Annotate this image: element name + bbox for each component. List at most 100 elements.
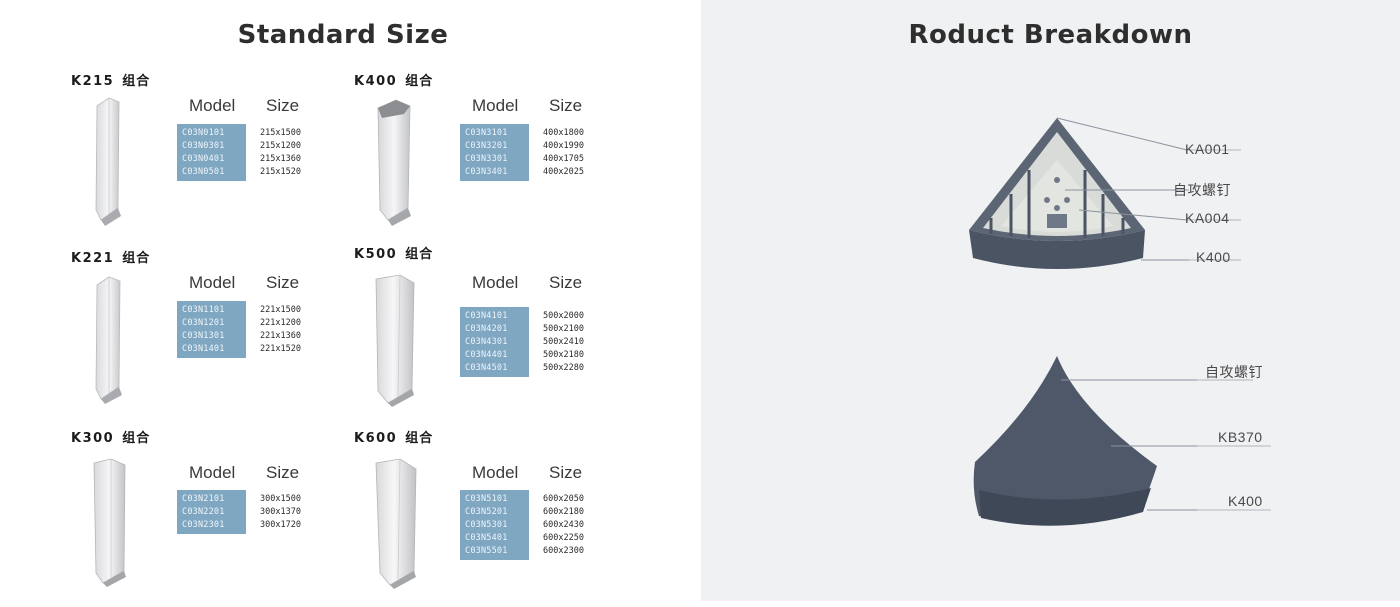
model-code: C03N1101 [182, 305, 225, 315]
size-value: 221x1360 [260, 331, 301, 341]
block-model-name: K400 [354, 74, 398, 89]
size-column-header: Size [549, 273, 583, 292]
size-column-header: Size [266, 96, 300, 115]
standard-size-title: Standard Size [237, 20, 449, 50]
model-code: C03N5101 [465, 494, 508, 504]
callout-k400-bottom: K400 [1228, 493, 1263, 509]
size-value: 400x1705 [543, 154, 584, 164]
product-block-k215: K215 组合 Model Size C03N0101 C03N0301 C03N… [71, 70, 371, 250]
block-model-name: K215 [71, 74, 115, 89]
model-code: C03N5401 [465, 533, 508, 543]
model-list: C03N5101 C03N5201 C03N5301 C03N5401 C03N… [460, 490, 529, 560]
size-value: 600x2300 [543, 546, 584, 556]
block-model-name: K300 [71, 431, 115, 446]
callout-kb370: KB370 [1218, 429, 1263, 445]
model-code: C03N4101 [465, 311, 508, 321]
model-list: C03N3101 C03N3201 C03N3301 C03N3401 [460, 124, 529, 181]
closed-cap-diagram [973, 356, 1271, 526]
model-code: C03N4401 [465, 350, 508, 360]
model-code: C03N2201 [182, 507, 225, 517]
pillar-image [375, 274, 415, 407]
model-code: C03N3401 [465, 167, 508, 177]
model-code: C03N1301 [182, 331, 225, 341]
block-model-name: K221 [71, 251, 115, 266]
block-heading: K500 组合 [354, 243, 433, 262]
size-value: 215x1200 [260, 141, 301, 151]
model-code: C03N0101 [182, 128, 225, 138]
pillar-image [95, 276, 122, 404]
block-heading: K221 组合 [71, 247, 150, 266]
size-list: 215x1500 215x1200 215x1360 215x1520 [260, 127, 301, 179]
size-value: 500x2180 [543, 350, 584, 360]
model-code: C03N0501 [182, 167, 225, 177]
model-list: C03N4101 C03N4201 C03N4301 C03N4401 C03N… [460, 307, 529, 377]
model-code: C03N1401 [182, 344, 225, 354]
model-list: C03N1101 C03N1201 C03N1301 C03N1401 [177, 301, 246, 358]
model-list: C03N2101 C03N2201 C03N2301 [177, 490, 246, 534]
size-value: 300x1720 [260, 520, 301, 530]
model-code: C03N0401 [182, 154, 225, 164]
model-column-header: Model [189, 96, 236, 115]
size-value: 221x1520 [260, 344, 301, 354]
block-model-name: K500 [354, 247, 398, 262]
block-combo-label: 组合 [122, 251, 151, 266]
block-combo-label: 组合 [405, 74, 434, 89]
block-combo-label: 组合 [405, 247, 434, 262]
block-combo-label: 组合 [122, 74, 151, 89]
pillar-image [377, 99, 411, 226]
size-value: 221x1200 [260, 318, 301, 328]
size-value: 400x2025 [543, 167, 584, 177]
size-value: 500x2000 [543, 311, 584, 321]
model-code: C03N5201 [465, 507, 508, 517]
block-combo-label: 组合 [405, 431, 434, 446]
size-column-header: Size [549, 96, 583, 115]
pillar-image [375, 458, 417, 589]
model-code: C03N5301 [465, 520, 508, 530]
model-column-header: Model [472, 273, 519, 292]
size-value: 215x1360 [260, 154, 301, 164]
size-list: 221x1500 221x1200 221x1360 221x1520 [260, 304, 301, 356]
model-code: C03N0301 [182, 141, 225, 151]
size-value: 300x1370 [260, 507, 301, 517]
size-value: 400x1800 [543, 128, 584, 138]
callout-screw-top: 自攻螺钉 [1173, 182, 1231, 198]
standard-size-panel: Standard Size K215 组合 Model Size C03N0101… [0, 0, 701, 601]
model-code: C03N1201 [182, 318, 225, 328]
model-code: C03N3101 [465, 128, 508, 138]
model-code: C03N3301 [465, 154, 508, 164]
model-code: C03N4501 [465, 363, 508, 373]
callout-ka004: KA004 [1185, 210, 1230, 226]
pillar-image [93, 458, 126, 587]
product-breakdown-title: Roduct Breakdown [908, 20, 1193, 50]
model-code: C03N5501 [465, 546, 508, 556]
size-value: 400x1990 [543, 141, 584, 151]
model-column-header: Model [189, 273, 236, 292]
callout-ka001: KA001 [1185, 141, 1230, 157]
open-frame-diagram [969, 117, 1241, 269]
size-list: 500x2000 500x2100 500x2410 500x2180 500x… [543, 310, 584, 375]
block-model-name: K600 [354, 431, 398, 446]
size-value: 215x1520 [260, 167, 301, 177]
model-list: C03N0101 C03N0301 C03N0401 C03N0501 [177, 124, 246, 181]
model-code: C03N3201 [465, 141, 508, 151]
size-value: 600x2050 [543, 494, 584, 504]
callout-k400-top: K400 [1196, 249, 1231, 265]
model-column-header: Model [189, 463, 236, 482]
block-heading: K215 组合 [71, 70, 150, 89]
product-breakdown-panel: Roduct Breakdown KA001 自攻螺钉 KA004 K400 [701, 0, 1400, 601]
size-value: 221x1500 [260, 305, 301, 315]
product-block-k500: K500 组合 Model Size C03N4101 C03N4201 C03N… [354, 243, 654, 423]
size-column-header: Size [549, 463, 583, 482]
size-value: 215x1500 [260, 128, 301, 138]
size-value: 600x2250 [543, 533, 584, 543]
model-code: C03N4301 [465, 337, 508, 347]
size-value: 600x2180 [543, 507, 584, 517]
block-heading: K400 组合 [354, 70, 433, 89]
size-value: 600x2430 [543, 520, 584, 530]
block-heading: K600 组合 [354, 427, 433, 446]
